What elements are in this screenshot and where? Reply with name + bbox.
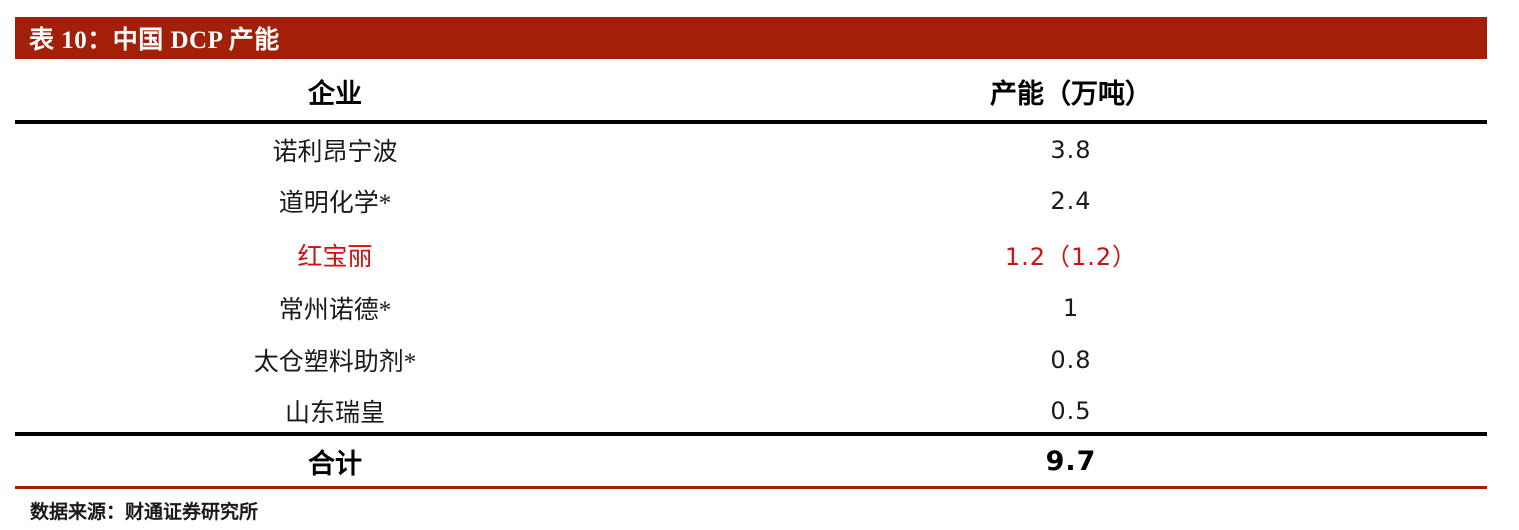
table-title: 表 10：中国 DCP 产能 — [29, 27, 280, 54]
bottom-rule — [15, 486, 1487, 489]
table-row: 道明化学* 2.4 — [15, 175, 1487, 226]
cell-company: 常州诺德* — [278, 297, 392, 325]
source-note: 数据来源：财通证券研究所 — [30, 502, 259, 523]
table-title-bar: 表 10：中国 DCP 产能 — [15, 17, 1487, 59]
total-rule — [15, 432, 1487, 436]
cell-total-label: 合计 — [308, 448, 362, 479]
cell-total-value: 9.7 — [1045, 445, 1097, 477]
table-row-highlighted: 红宝丽 1.2（1.2） — [15, 227, 1487, 283]
cell-capacity: 3.8 — [1050, 135, 1092, 164]
cell-capacity: 1 — [1062, 294, 1080, 323]
table-body: 诺利昂宁波 3.8 道明化学* 2.4 红宝丽 1.2（1.2） 常州诺德* 1… — [15, 124, 1487, 432]
column-header-capacity: 产能（万吨） — [990, 78, 1152, 109]
cell-capacity: 1.2（1.2） — [1004, 243, 1138, 272]
header-rule — [15, 120, 1487, 124]
table-row: 山东瑞皇 0.5 — [15, 385, 1487, 436]
table-row: 诺利昂宁波 3.8 — [15, 124, 1487, 175]
cell-capacity: 0.8 — [1050, 345, 1092, 374]
cell-company: 诺利昂宁波 — [272, 138, 398, 166]
column-header-company: 企业 — [308, 78, 362, 109]
cell-company: 山东瑞皇 — [284, 399, 385, 427]
cell-capacity: 2.4 — [1050, 186, 1092, 215]
cell-capacity: 0.5 — [1050, 396, 1092, 425]
cell-company: 红宝丽 — [297, 243, 373, 271]
table-row: 太仓塑料助剂* 0.8 — [15, 334, 1487, 385]
table-total-row: 合计 9.7 — [15, 436, 1487, 486]
cell-company: 太仓塑料助剂* — [253, 348, 417, 376]
table-column-header-row: 企业 产能（万吨） — [15, 62, 1487, 120]
cell-company: 道明化学* — [278, 189, 392, 217]
table-row: 常州诺德* 1 — [15, 283, 1487, 334]
